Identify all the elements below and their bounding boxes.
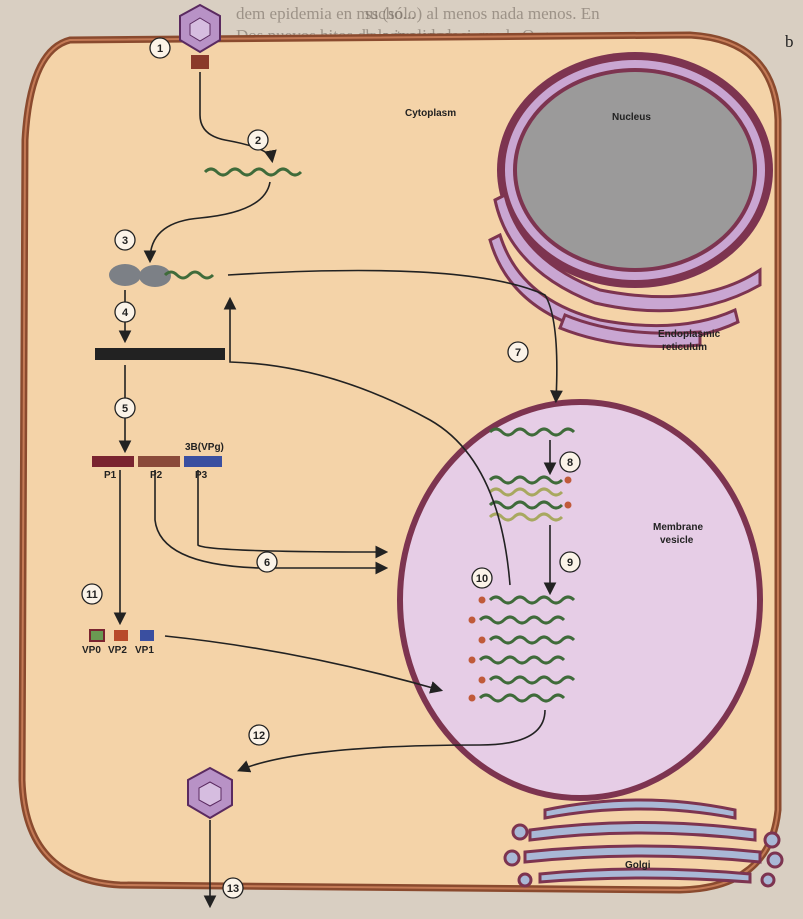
step-10: 10	[476, 573, 488, 585]
step-3: 3	[122, 235, 128, 247]
step-13: 13	[227, 883, 239, 895]
label-nucleus: Nucleus	[612, 112, 651, 123]
label-cytoplasm: Cytoplasm	[405, 108, 456, 119]
label-er-2: reticulum	[662, 342, 707, 353]
step-2: 2	[255, 135, 261, 147]
step-8: 8	[567, 457, 573, 469]
step-1: 1	[157, 43, 163, 55]
label-er: Endoplasmic	[658, 329, 721, 340]
polyprotein	[95, 348, 225, 360]
cleaved-proteins	[92, 456, 222, 467]
label-p1: P1	[104, 470, 117, 481]
step-9: 9	[567, 557, 573, 569]
label-p3: P3	[195, 470, 208, 481]
capsid-proteins	[90, 630, 154, 641]
step-4: 4	[122, 307, 129, 319]
label-p2: P2	[150, 470, 163, 481]
step-11: 11	[86, 589, 98, 601]
step-12: 12	[253, 730, 265, 742]
step-5: 5	[122, 403, 128, 415]
step-6: 6	[264, 557, 270, 569]
label-vp1: VP1	[135, 645, 154, 656]
label-golgi: Golgi	[625, 860, 651, 871]
step-7: 7	[515, 347, 521, 359]
label-membrane: Membrane	[653, 522, 703, 533]
label-membrane-2: vesicle	[660, 535, 694, 546]
label-vp2: VP2	[108, 645, 127, 656]
label-vpg: 3B(VPg)	[185, 442, 224, 453]
label-vp0: VP0	[82, 645, 101, 656]
